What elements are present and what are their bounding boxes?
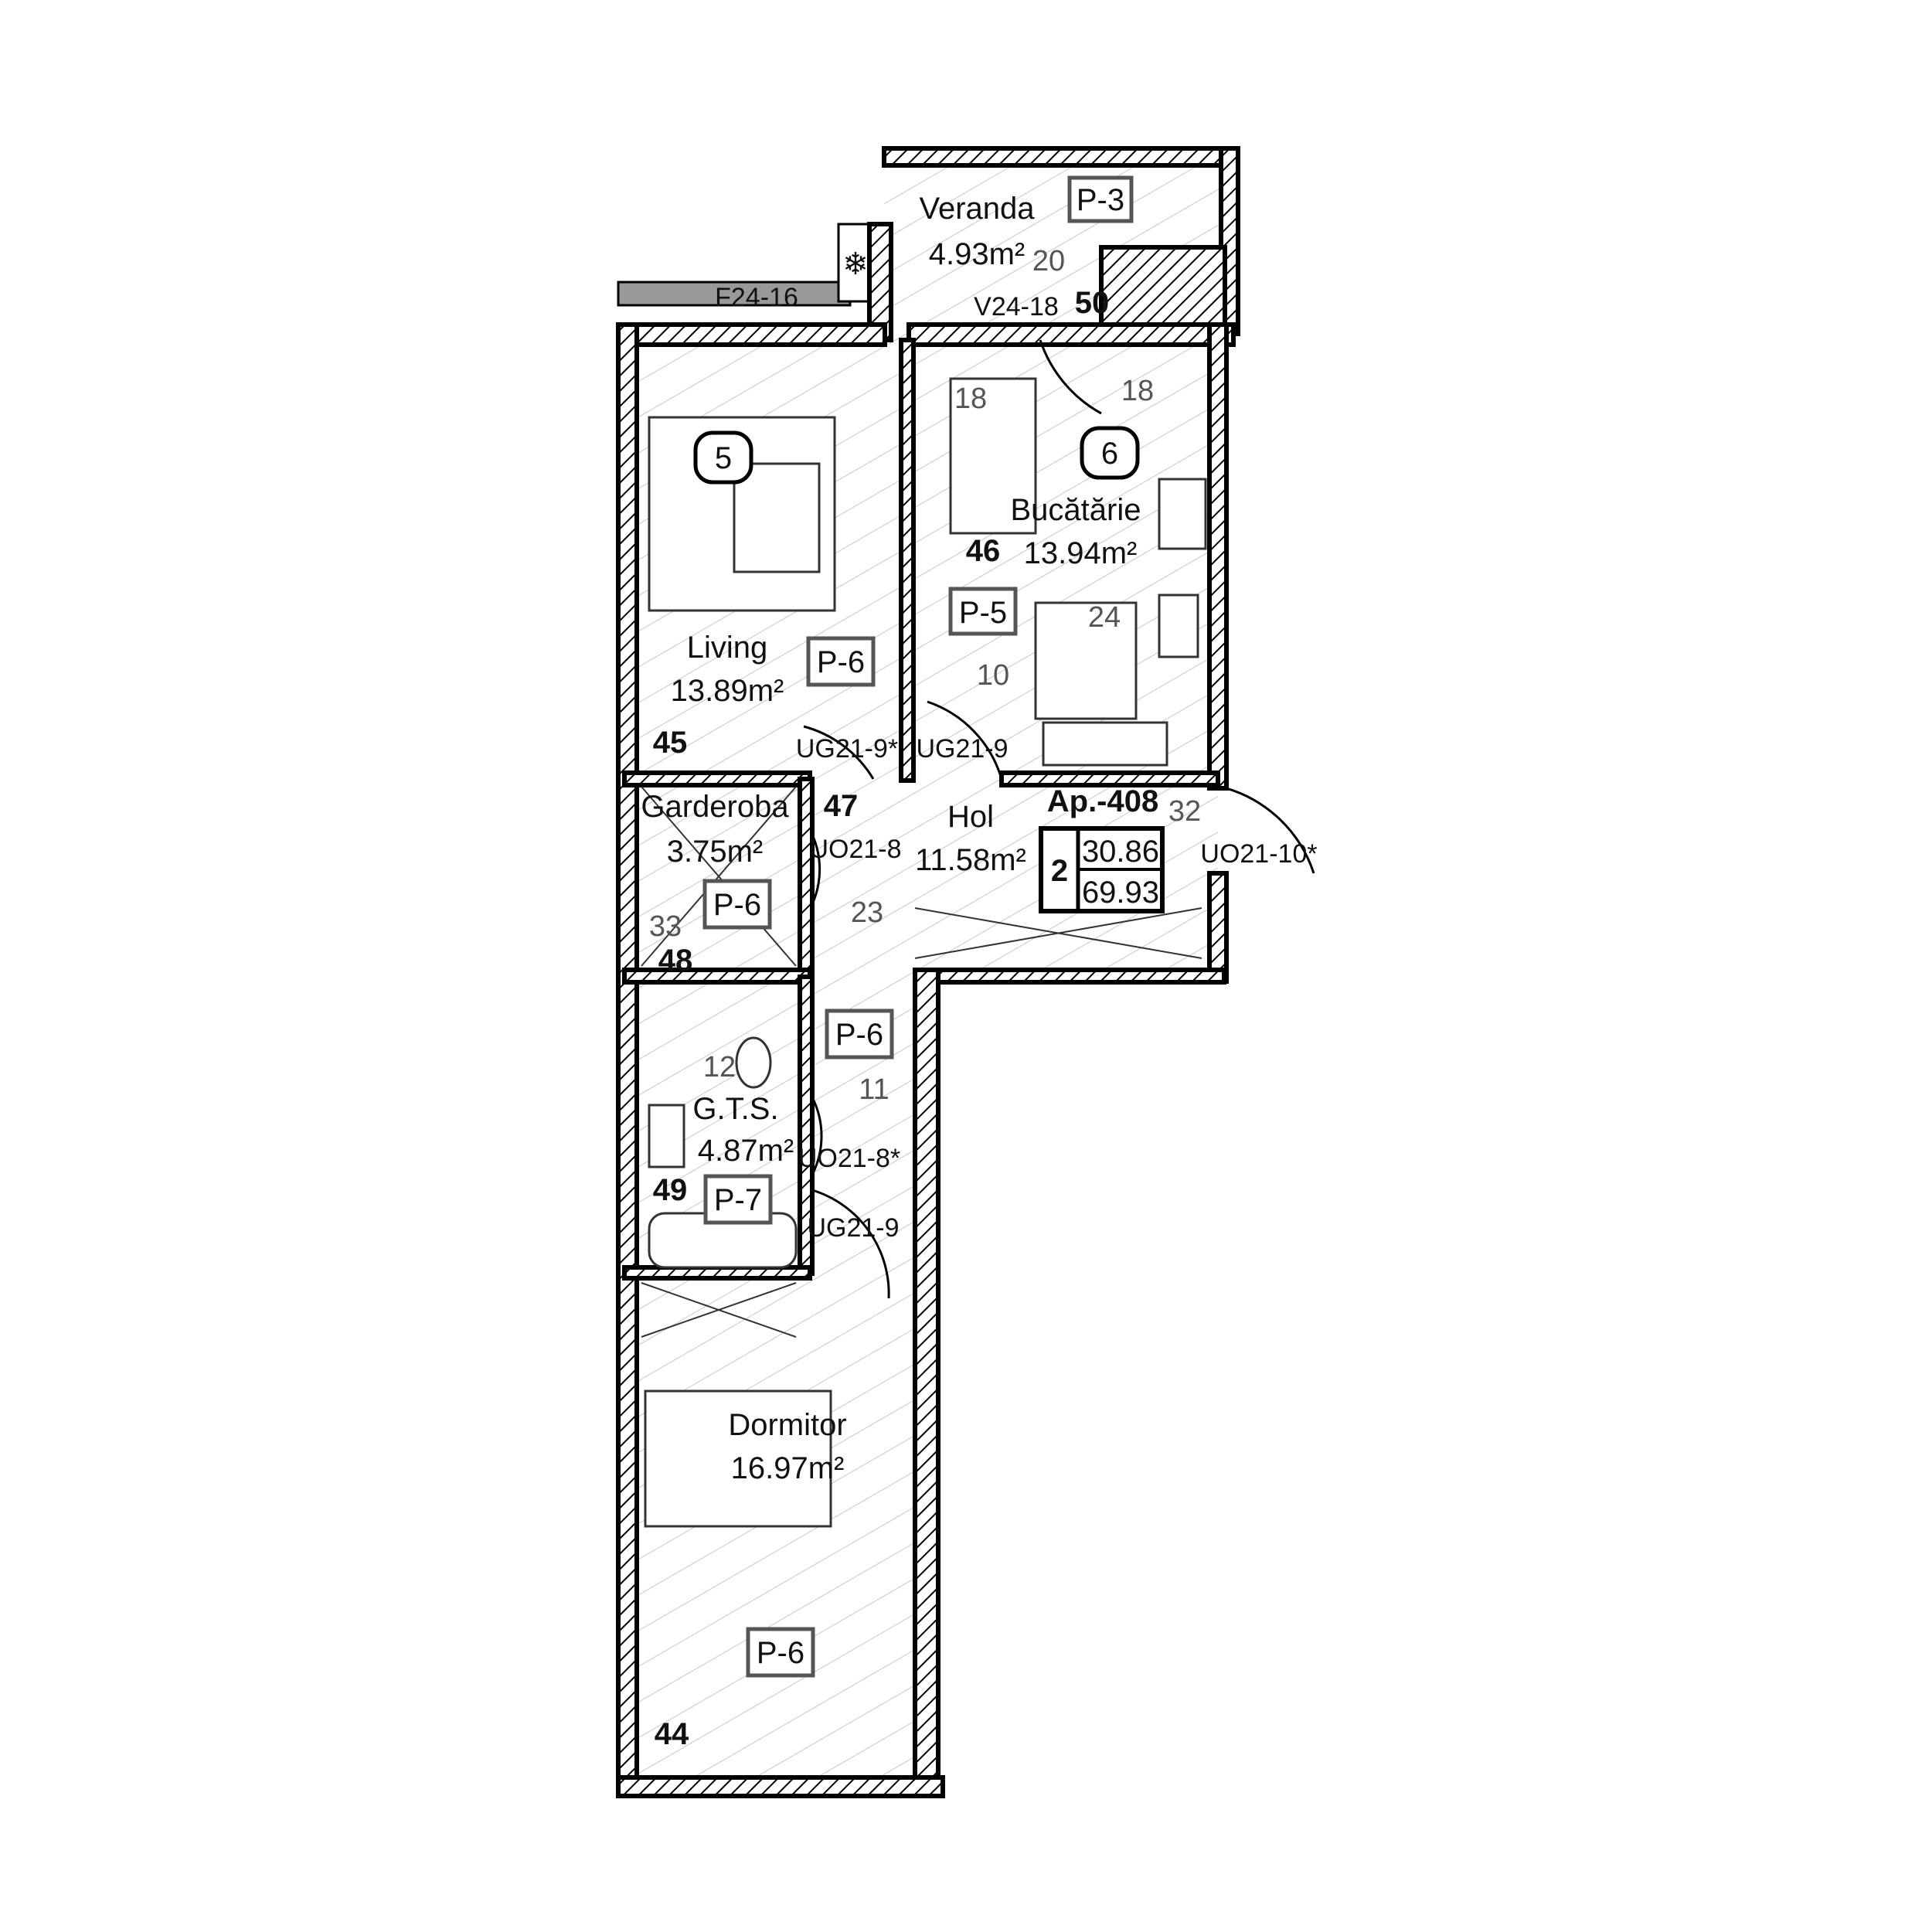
callout: 18	[954, 383, 987, 415]
fridge	[1034, 601, 1138, 720]
door-veranda-code: V24-18	[974, 292, 1059, 321]
door-wardrobe-swing[interactable]	[811, 834, 821, 905]
door-living-code: UG21-9*	[796, 734, 898, 764]
callout: 20	[1032, 245, 1065, 277]
veranda-name: Veranda	[919, 192, 1035, 226]
door-living-swing[interactable]	[803, 725, 875, 780]
callout: 12	[703, 1051, 736, 1083]
apartment-tag: Ap.-408 2 30.86 69.93	[1039, 784, 1165, 913]
door-bedroom-swing[interactable]	[811, 1189, 890, 1299]
door-bathroom-code: UO21-8*	[798, 1144, 900, 1173]
wardrobe-area: 3.75m²	[667, 835, 764, 869]
door-entrance-swing[interactable]	[1226, 787, 1315, 874]
sink	[1158, 594, 1199, 658]
callouts: 20 18 18 24 10 32 23 33 12 11	[649, 245, 1201, 1106]
door-kitchen-swing[interactable]	[927, 700, 1003, 780]
callout: 24	[1088, 601, 1121, 634]
hall-finish: P-6	[835, 1018, 883, 1052]
door-wardrobe-code: UO21-8	[809, 835, 901, 864]
apartment-rooms: 2	[1051, 854, 1068, 888]
door-kitchen-code: UG21-9	[916, 734, 1008, 764]
living-number: 45	[653, 726, 688, 760]
room-labels: Veranda 4.93m² 50 Bucătărie 46 13.94m² L…	[641, 192, 1141, 1751]
wardrobe-finish: P-6	[713, 888, 761, 922]
bedroom-name: Dormitor	[728, 1408, 846, 1442]
callout: 23	[851, 896, 883, 929]
kitchen-name: Bucătărie	[1011, 493, 1141, 527]
kitchen-counter	[1042, 721, 1168, 767]
doors	[803, 339, 1315, 1299]
callout: 18	[1121, 375, 1154, 407]
apartment-label: Ap.-408	[1047, 784, 1159, 818]
veranda-finish: P-3	[1077, 183, 1124, 217]
door-entrance-code: UO21-10*	[1200, 839, 1317, 869]
veranda-number: 50	[1075, 286, 1110, 320]
opening-codes: F24-16 V24-18 UG21-9* UG21-9 UO21-8 UO21…	[715, 283, 1317, 1243]
living-name: Living	[687, 631, 768, 665]
bedroom-number: 44	[655, 1717, 689, 1751]
hall-number: 47	[824, 789, 859, 823]
hall-name: Hol	[947, 800, 994, 834]
marker-5	[693, 430, 753, 485]
living-finish: P-6	[817, 645, 865, 679]
toilet	[735, 1036, 772, 1089]
stove	[1158, 478, 1207, 550]
door-bathroom-swing[interactable]	[811, 1097, 823, 1175]
kitchen-area: 13.94m²	[1024, 536, 1138, 570]
living-area: 13.89m²	[671, 674, 784, 708]
bed	[644, 1389, 832, 1528]
dining-table	[949, 377, 1037, 535]
finish-tags: P-3 P-5 P-6 P-6 P-6 P-7 P-6	[702, 175, 1134, 1678]
bathroom-finish: P-7	[714, 1183, 762, 1217]
walls	[616, 146, 1240, 1798]
bathroom-area: 4.87m²	[698, 1134, 794, 1168]
wardrobe-name: Garderoba	[641, 790, 789, 824]
callout: 32	[1168, 795, 1201, 828]
kitchen-number: 46	[966, 534, 1001, 568]
marker-5-label: 5	[715, 441, 732, 475]
coffee-table	[733, 462, 821, 573]
bathroom-name: G.T.S.	[692, 1092, 778, 1126]
bedroom-finish: P-6	[757, 1636, 804, 1670]
door-bedroom-code: UG21-9	[807, 1213, 899, 1243]
hall-area: 11.58m²	[915, 843, 1026, 877]
snowflake-icon: ❄	[842, 247, 869, 281]
marker-6	[1080, 426, 1140, 480]
apartment-total-area: 69.93	[1082, 876, 1159, 910]
wardrobe-number: 48	[658, 944, 693, 978]
bathroom-number: 49	[653, 1173, 688, 1207]
callout: 33	[649, 910, 682, 943]
apartment-living-area: 30.86	[1082, 835, 1159, 869]
veranda-area: 4.93m²	[929, 237, 1026, 271]
callout: 11	[859, 1073, 889, 1106]
bedroom-area: 16.97m²	[731, 1451, 845, 1485]
washbasin	[648, 1104, 685, 1168]
window-living-code: F24-16	[715, 283, 798, 312]
callout: 10	[977, 659, 1009, 692]
door-veranda-swing[interactable]	[1039, 339, 1102, 415]
marker-6-label: 6	[1101, 437, 1118, 471]
kitchen-finish: P-5	[959, 596, 1007, 630]
